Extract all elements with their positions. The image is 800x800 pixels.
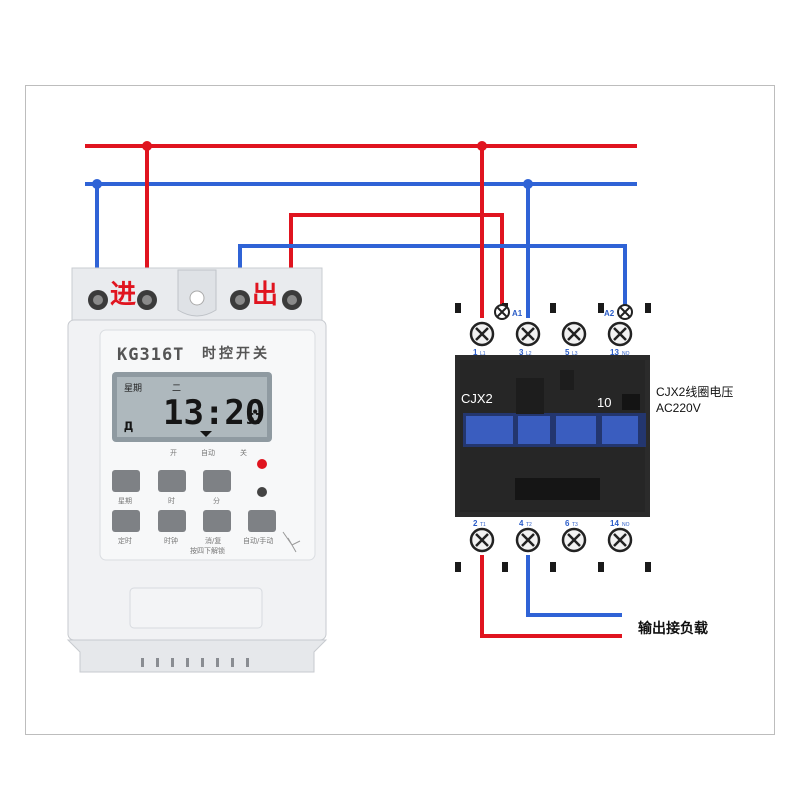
unlock-hint: 按四下解锁 xyxy=(190,546,225,555)
hour-button-label: 时 xyxy=(168,496,175,505)
terminal-14-num: 14 xyxy=(610,519,619,528)
terminal-6-num: 6 xyxy=(565,519,570,528)
mode-on-label: 开 xyxy=(170,449,177,457)
contactor-rating: 10 xyxy=(597,395,611,410)
lcd-day: 二 xyxy=(172,384,181,394)
terminal-5-num: 5 xyxy=(565,348,570,357)
lcd-week-label: 星期 xyxy=(124,383,142,394)
cancel-restore-label: 消/复 xyxy=(205,536,221,545)
terminal-a2-label: A2 xyxy=(604,309,615,318)
button-row-2: 定时 时钟 消/复 自动/手动 按四下解锁 xyxy=(112,510,301,555)
terminal-3-icon xyxy=(515,321,541,347)
terminal-1-num: 1 xyxy=(473,348,478,357)
junction-dot xyxy=(477,141,487,151)
terminal-13-num: 13 xyxy=(610,348,619,357)
terminal-4-icon xyxy=(515,527,541,553)
clock-button[interactable] xyxy=(158,510,186,532)
model-name: KG316T xyxy=(117,345,184,365)
terminal-6-icon xyxy=(561,527,587,553)
input-label: 进 xyxy=(110,280,136,310)
terminal-3-num: 3 xyxy=(519,348,524,357)
bottom-terminals: 2 T1 4 T2 6 T3 14 NO xyxy=(455,517,650,555)
clock-label: 时钟 xyxy=(164,536,178,545)
minute-button[interactable] xyxy=(203,470,231,492)
terminal-14-icon xyxy=(607,527,633,553)
week-button[interactable] xyxy=(112,470,140,492)
terminal-5-icon xyxy=(561,321,587,347)
coil-terminals: A1 A2 xyxy=(494,304,633,320)
contactor-slot xyxy=(515,478,600,500)
coil-voltage-line-2: AC220V xyxy=(656,401,701,415)
mode-off-label: 关 xyxy=(240,448,247,457)
junction-dot xyxy=(92,179,102,189)
terminal-5-sub: L3 xyxy=(572,351,578,357)
timer-switch: 进 出 KG316T 时控开关 星期 二 13:20 57 д 开 自动 关 星… xyxy=(66,267,328,673)
junction-dot xyxy=(523,179,533,189)
lower-cover xyxy=(129,587,263,629)
lcd-mode-indicator-icon xyxy=(200,431,212,437)
vent-slots xyxy=(141,658,249,667)
terminal-2-icon xyxy=(469,527,495,553)
junction-dot xyxy=(142,141,152,151)
mount-tabs xyxy=(455,303,651,572)
hour-button[interactable] xyxy=(158,470,186,492)
lcd-mode-left: д xyxy=(124,416,133,434)
minute-button-label: 分 xyxy=(213,496,220,505)
lcd-time: 13:20 xyxy=(163,393,265,433)
terminal-2-num: 2 xyxy=(473,519,478,528)
terminal-14-sub: NO xyxy=(622,522,630,528)
auto-manual-label: 自动/手动 xyxy=(243,536,273,545)
terminal-6-sub: T3 xyxy=(572,522,578,528)
timer-set-button[interactable] xyxy=(112,510,140,532)
output-load-label: 输出接负载 xyxy=(638,620,708,637)
terminal-1-icon xyxy=(469,321,495,347)
terminal-4-num: 4 xyxy=(519,519,524,528)
contactor-model: CJX2 xyxy=(461,391,493,406)
diagram-frame xyxy=(25,85,775,735)
timer-screws xyxy=(88,290,302,310)
auto-manual-button[interactable] xyxy=(248,510,276,532)
timer-set-label: 定时 xyxy=(118,536,132,545)
terminal-13-icon xyxy=(607,321,633,347)
led-red-icon xyxy=(257,459,267,469)
terminal-13-sub: NO xyxy=(622,351,630,357)
terminal-2-sub: T1 xyxy=(480,522,486,528)
top-terminals: 1 L1 3 L2 5 L3 13 NO xyxy=(469,321,633,357)
cancel-restore-button[interactable] xyxy=(203,510,231,532)
load-neutral-wire xyxy=(526,540,622,617)
contactor: CJX2 10 A1 A2 xyxy=(455,303,651,572)
clip-hole xyxy=(189,290,205,306)
device-title: 时控开关 xyxy=(202,345,270,362)
button-row-1: 星期 时 分 xyxy=(112,470,231,505)
timer-live-out-wire xyxy=(289,213,504,312)
mode-auto-label: 自动 xyxy=(201,448,215,457)
load-live-wire xyxy=(480,540,622,638)
wire-junctions xyxy=(92,141,533,189)
output-label: 出 xyxy=(252,280,278,310)
terminal-4-sub: T2 xyxy=(526,522,532,528)
coil-voltage-line-1: CJX2线圈电压 xyxy=(656,385,733,399)
terminal-a1-label: A1 xyxy=(512,309,523,318)
terminal-3-sub: L2 xyxy=(526,351,532,357)
terminal-1-sub: L1 xyxy=(480,351,486,357)
hand-pointer-icon xyxy=(282,531,301,553)
week-button-label: 星期 xyxy=(118,497,132,505)
lcd-seconds: 57 xyxy=(246,410,264,428)
lcd-screen xyxy=(117,377,267,437)
timer-base xyxy=(66,639,328,673)
led-dark-icon xyxy=(257,487,267,497)
